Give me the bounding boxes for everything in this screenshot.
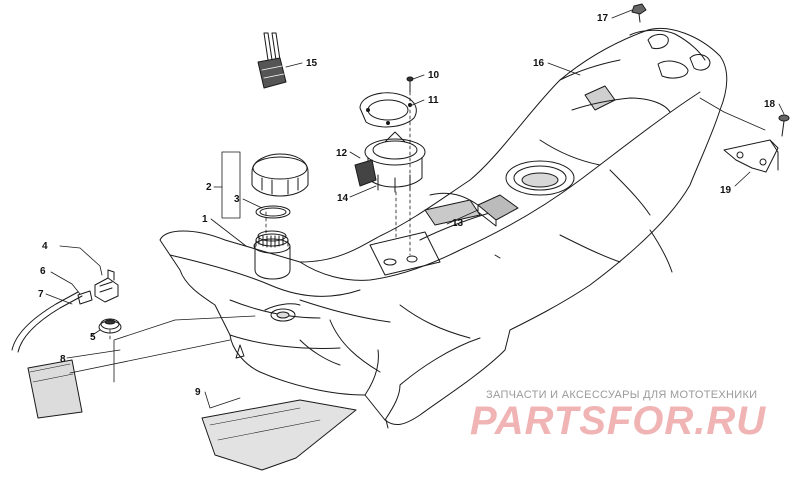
vent-hose-edge <box>11 291 79 351</box>
fuel-tank-body <box>159 27 728 429</box>
callout-4: 4 <box>42 241 48 252</box>
leader-lines <box>45 9 785 409</box>
heat-shield-part-9 <box>201 399 357 471</box>
hose-clamp-part-6 <box>77 290 93 305</box>
callout-labels: 1 2 3 4 5 6 7 8 9 10 11 12 13 14 15 16 1… <box>38 13 776 398</box>
callout-6: 6 <box>40 266 46 277</box>
callout-7: 7 <box>38 289 44 300</box>
callout-3: 3 <box>234 194 240 205</box>
connector-part-13 <box>429 192 519 227</box>
callout-10: 10 <box>428 70 440 81</box>
gasket-part-11 <box>359 92 417 128</box>
tank-drain-port-inner <box>276 311 290 319</box>
callout-5: 5 <box>90 332 96 343</box>
callout-9: 9 <box>195 387 201 398</box>
foam-pad-part-8 <box>27 359 83 419</box>
fuel-pump-part-12 <box>354 131 426 193</box>
callout-16: 16 <box>533 58 545 69</box>
sensor-part-15 <box>257 32 287 89</box>
watermark-tagline: ЗАПЧАСТИ И АКСЕССУАРЫ ДЛЯ МОТОТЕХНИКИ <box>486 389 758 401</box>
foam-pad-line-1 <box>29 363 71 373</box>
bracket-part-19 <box>723 139 779 173</box>
callout-14: 14 <box>337 193 349 204</box>
callout-18: 18 <box>764 99 776 110</box>
callout-13: 13 <box>452 218 464 229</box>
callout-12: 12 <box>336 148 348 159</box>
callout-15: 15 <box>306 58 318 69</box>
fuel-tank-filler-neck <box>253 230 291 280</box>
tank-drain-port <box>270 308 296 322</box>
callout-2: 2 <box>206 182 212 193</box>
o-ring-part-3 <box>255 205 291 219</box>
vent-valve-part-4 <box>94 269 119 303</box>
callout-11: 11 <box>428 95 439 106</box>
callout-19: 19 <box>720 185 732 196</box>
heat-shield-lines <box>209 407 321 441</box>
foam-pad-line-2 <box>32 373 74 383</box>
bolt-part-18 <box>778 114 790 137</box>
screw-part-10 <box>406 76 414 93</box>
fuel-cap-part-2 <box>251 153 309 197</box>
callout-8: 8 <box>60 354 66 365</box>
callout-17: 17 <box>597 13 609 24</box>
bolt-part-17 <box>631 3 647 23</box>
watermark-logo: PARTSFOR.RU <box>470 399 767 443</box>
callout-1: 1 <box>202 214 208 225</box>
o-ring-inner <box>259 207 287 217</box>
grommet-part-5 <box>98 318 122 334</box>
vent-hose-part-7 <box>17 295 83 353</box>
